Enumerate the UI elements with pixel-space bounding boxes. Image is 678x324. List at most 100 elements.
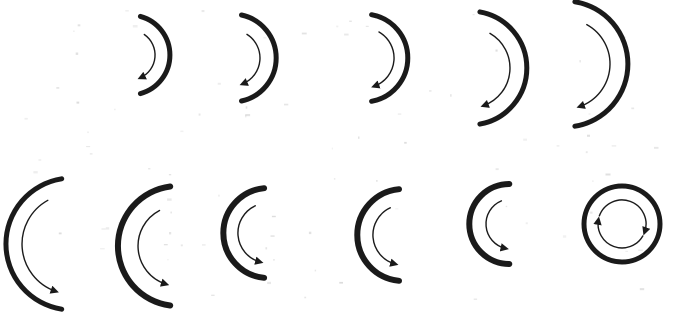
- crescent-outer-arc: [469, 184, 509, 264]
- scan-speck: [474, 299, 477, 301]
- direction-arrow: [580, 25, 610, 107]
- scan-speck: [589, 113, 591, 114]
- scan-speck: [169, 174, 171, 175]
- scan-speck: [506, 206, 508, 207]
- scan-speck: [315, 270, 316, 272]
- scan-speck: [246, 106, 248, 108]
- scan-speck: [580, 60, 581, 62]
- scan-speck: [358, 137, 360, 139]
- direction-arrow: [22, 200, 56, 291]
- scan-speck: [100, 248, 105, 249]
- scan-speck: [199, 114, 201, 116]
- figure-11: [584, 186, 660, 262]
- crescent-outer-arc: [6, 179, 62, 309]
- scan-speck: [76, 53, 79, 55]
- crescent-outer-arc: [223, 188, 264, 278]
- crescent-outer-arc: [480, 12, 527, 124]
- circular-arrow-lower: [598, 220, 643, 248]
- scan-speck: [218, 195, 219, 197]
- scan-speck: [25, 118, 28, 120]
- scan-speck: [218, 83, 221, 85]
- figure-6: [6, 179, 62, 309]
- scan-speck: [78, 24, 81, 26]
- direction-arrow: [138, 211, 166, 285]
- figure-5: [575, 2, 628, 126]
- scan-speck: [404, 142, 407, 144]
- crescent-outer-arc: [242, 15, 277, 101]
- scan-speck: [86, 146, 90, 147]
- scan-speck: [263, 37, 266, 38]
- direction-arrow: [373, 208, 395, 264]
- crescent-outer-arc: [357, 189, 399, 281]
- scan-speck: [73, 31, 75, 33]
- scan-speck: [169, 232, 171, 234]
- scan-speck: [631, 108, 634, 110]
- scan-speck: [450, 94, 452, 97]
- scan-speck: [590, 212, 592, 214]
- scan-speck: [395, 208, 398, 209]
- scan-speck: [267, 282, 271, 284]
- scan-speck: [284, 104, 288, 106]
- scan-speck: [654, 147, 659, 149]
- figure-9: [357, 189, 399, 281]
- scan-speck: [167, 259, 169, 260]
- scan-speck: [302, 33, 307, 35]
- scan-speck: [366, 26, 369, 27]
- scan-speck: [170, 212, 172, 214]
- scan-speck: [638, 250, 643, 251]
- scan-speck: [309, 232, 311, 234]
- scan-speck: [77, 102, 80, 104]
- direction-arrow: [243, 34, 260, 84]
- direction-arrow: [374, 32, 394, 86]
- scan-speck: [473, 14, 475, 15]
- scan-speck: [612, 145, 617, 147]
- scan-speck: [557, 145, 560, 146]
- scan-speck: [429, 90, 431, 91]
- scan-speck: [625, 251, 628, 252]
- crescent-outer-arc: [118, 187, 170, 306]
- direction-arrow: [238, 206, 260, 262]
- scan-speck: [56, 87, 59, 89]
- figure-3: [372, 15, 408, 102]
- figure-10: [469, 184, 509, 264]
- figure-2: [242, 15, 277, 101]
- figures-group: [6, 2, 660, 309]
- scan-speck: [202, 10, 205, 12]
- scan-speck: [523, 139, 527, 141]
- scan-speck: [87, 132, 89, 134]
- direction-arrow: [141, 35, 155, 78]
- figure-1: [140, 16, 170, 93]
- direction-arrow: [486, 201, 506, 249]
- scan-speck: [125, 10, 129, 11]
- scan-speck: [586, 151, 588, 153]
- scan-speck: [334, 178, 336, 179]
- scan-speck: [349, 21, 352, 22]
- figure-8: [223, 188, 264, 278]
- scan-speck: [496, 168, 499, 170]
- scan-speck: [592, 181, 593, 182]
- scan-speck: [133, 25, 138, 28]
- scan-speck: [90, 153, 93, 154]
- scan-speck: [265, 247, 267, 249]
- figure-4: [480, 12, 527, 124]
- scan-speck: [272, 216, 276, 217]
- scan-speck: [273, 259, 275, 261]
- crescent-outer-arc: [575, 2, 628, 126]
- scan-speck: [332, 148, 333, 150]
- scan-speck: [167, 198, 172, 200]
- scan-speck: [164, 244, 168, 245]
- scan-speck: [344, 34, 349, 36]
- scan-speck: [496, 50, 498, 52]
- direction-arrow: [484, 33, 510, 105]
- scan-speck: [304, 297, 306, 299]
- scan-speck: [211, 295, 214, 296]
- scan-speck: [271, 235, 275, 237]
- scan-speck: [33, 171, 37, 173]
- scan-speck: [563, 235, 566, 237]
- scan-speck: [336, 26, 338, 28]
- scan-speck: [398, 114, 402, 115]
- scan-speck: [106, 227, 109, 229]
- scan-speck: [59, 233, 62, 235]
- scan-speck: [376, 180, 378, 182]
